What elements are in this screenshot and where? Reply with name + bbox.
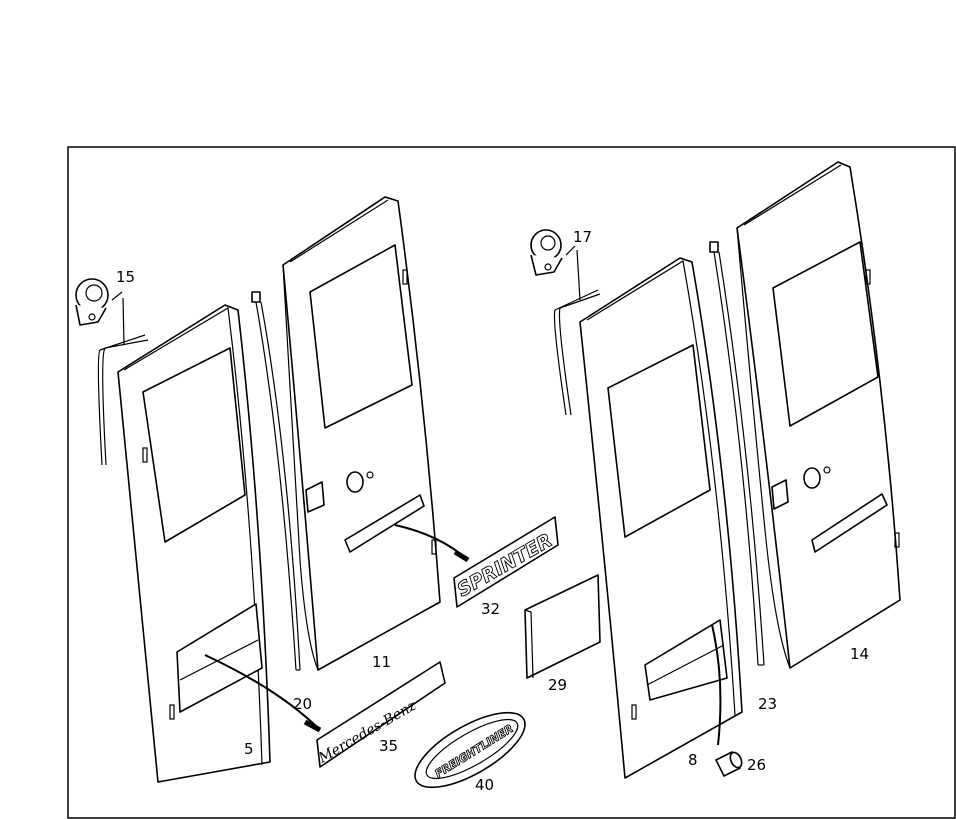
part-26-cap xyxy=(715,751,743,777)
part-5-door-left-front xyxy=(117,304,322,783)
part-29-pad xyxy=(524,574,601,679)
label-8: 8 xyxy=(688,751,698,769)
label-23: 23 xyxy=(758,695,777,713)
part-11-door-left-rear xyxy=(282,196,441,671)
part-14-door-right-rear xyxy=(736,161,901,669)
label-35: 35 xyxy=(379,737,398,755)
part-17-seal xyxy=(553,249,601,416)
label-17: 17 xyxy=(573,228,592,246)
label-15: 15 xyxy=(116,268,135,286)
diagram-frame xyxy=(67,146,956,819)
part-20-strip xyxy=(251,291,301,671)
part-23-strip xyxy=(709,241,765,666)
label-20: 20 xyxy=(293,695,312,713)
part-15-latch xyxy=(75,278,123,326)
sprinter-emblem-text: SPRINTER xyxy=(454,529,557,601)
part-8-door-right-front xyxy=(579,257,743,779)
label-11: 11 xyxy=(372,653,391,671)
part-40-freightliner-emblem: FREIGHTLINER xyxy=(414,711,526,789)
part-15-seal xyxy=(97,297,149,466)
label-29: 29 xyxy=(548,676,567,694)
label-32: 32 xyxy=(481,600,500,618)
label-14: 14 xyxy=(850,645,869,663)
part-17-latch xyxy=(530,229,576,276)
label-26: 26 xyxy=(747,756,766,774)
label-5: 5 xyxy=(244,740,254,758)
label-40: 40 xyxy=(475,776,494,794)
